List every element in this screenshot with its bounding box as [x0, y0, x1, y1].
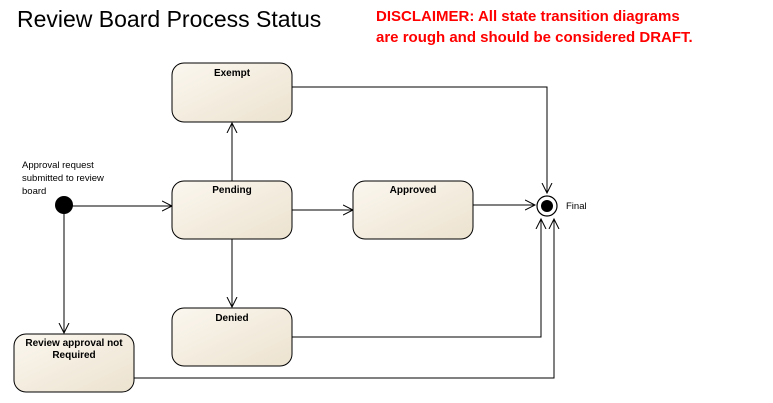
state-denied[interactable]: Denied — [171, 307, 293, 367]
state-exempt[interactable]: Exempt — [171, 62, 293, 123]
initial-note-line-2: submitted to review — [22, 173, 104, 184]
state-pending[interactable]: Pending — [171, 180, 293, 240]
initial-note-line-1: Approval request — [22, 160, 94, 171]
state-pending-label: Pending — [212, 185, 251, 196]
disclaimer-line-1: DISCLAIMER: All state transition diagram… — [376, 8, 680, 25]
initial-note-line-3: board — [22, 186, 46, 197]
final-state-label: Final — [566, 201, 587, 212]
state-approved[interactable]: Approved — [352, 180, 474, 240]
transition-exempt-to-final — [292, 86, 547, 193]
transition-not-required-to-final — [134, 219, 554, 379]
transition-denied-to-final — [292, 219, 541, 338]
disclaimer-line-2: are rough and should be considered DRAFT… — [376, 29, 693, 46]
disclaimer-text: DISCLAIMER: All state transition diagram… — [376, 6, 693, 48]
page-title: Review Board Process Status — [17, 6, 322, 32]
state-approved-label: Approved — [390, 185, 437, 196]
initial-state-node — [55, 196, 73, 214]
state-not-required-label-line-1: Review approval not — [25, 338, 123, 349]
state-review-not-required[interactable]: Review approval not Required — [13, 333, 135, 393]
state-not-required-label-line-2: Required — [52, 350, 95, 361]
final-state-node — [536, 195, 558, 217]
state-exempt-label: Exempt — [214, 68, 251, 79]
transitions — [64, 86, 554, 379]
state-denied-label: Denied — [215, 313, 248, 324]
